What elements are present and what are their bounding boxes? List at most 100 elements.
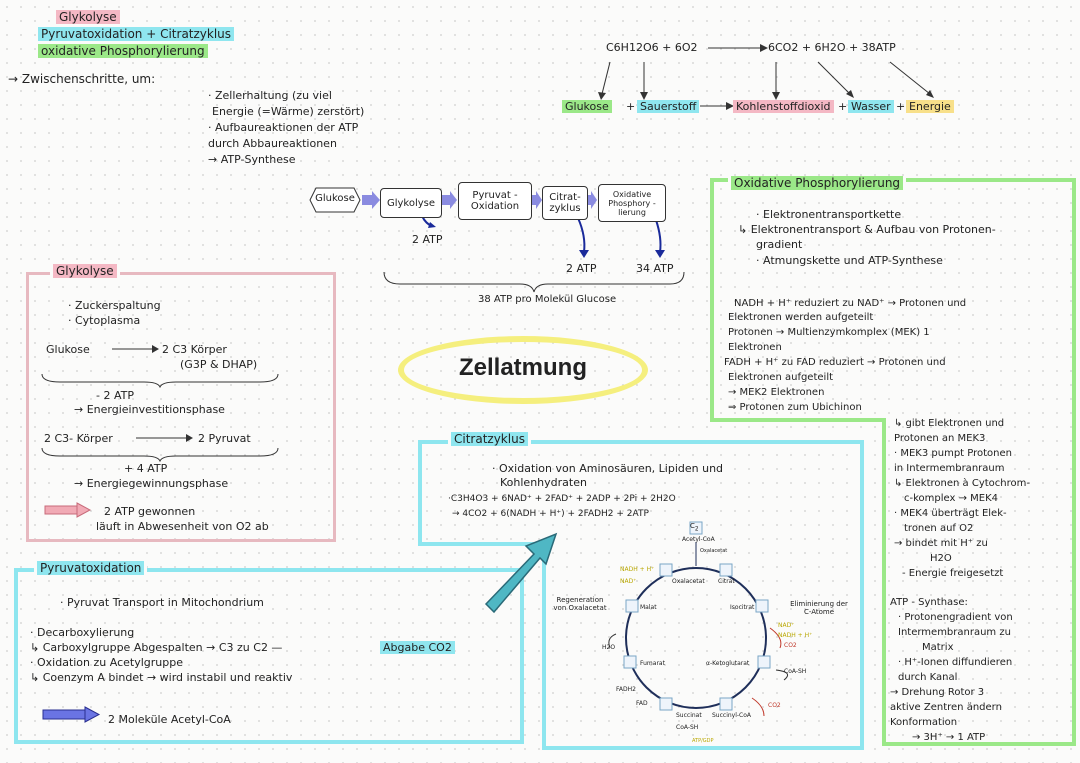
- reaction-arrow: [136, 434, 193, 442]
- oxphos-right-line: · Protonengradient von: [898, 612, 1013, 623]
- glykolyse-box: [26, 272, 336, 542]
- citrat-line: · Oxidation von Aminosäuren, Lipiden und: [492, 462, 724, 475]
- citrat-cycle-diagram: [608, 521, 789, 717]
- intro-point: Energie (=Wärme) zerstört): [212, 105, 365, 118]
- page-title: Zellatmung: [458, 354, 587, 381]
- oxphos-right-line: Intermembranraum zu: [898, 627, 1011, 638]
- citrat-title: Citratzyklus: [448, 432, 531, 447]
- cycle-fad: FAD: [636, 700, 648, 707]
- oxphos-right-line: Protonen an MEK3: [894, 433, 986, 444]
- cycle-co2: CO2: [784, 642, 797, 649]
- brace: [41, 447, 279, 462]
- oxphos-line: gradient: [756, 238, 803, 251]
- glykolyse-point: · Zuckerspaltung: [68, 299, 161, 312]
- pyruvat-line: ↳ Coenzym A bindet → wird instabil und r…: [30, 671, 293, 684]
- citrat-equation: ·C3H4O3 + 6NAD⁺ + 2FAD⁺ + 2ADP + 2Pi + 2…: [448, 494, 676, 504]
- reaction1-left: Glukose: [46, 343, 90, 356]
- oxphos-line: · Atmungskette und ATP-Synthese: [756, 254, 943, 267]
- pyruvat-line: · Decarboxylierung: [30, 626, 135, 639]
- pyruvat-title: Pyruvatoxidation: [34, 561, 148, 576]
- word-kohlenstoffdioxid: Kohlenstoffdioxid: [733, 99, 834, 114]
- oxphos-line: FADH + H⁺ zu FAD reduziert → Protonen un…: [724, 357, 946, 368]
- oxphos-line: Elektronen aufgeteilt: [728, 372, 834, 383]
- oxphos-right-line: c-komplex → MEK4: [904, 493, 999, 504]
- reaction1-right: 2 C3 Körper: [162, 343, 227, 356]
- glykolyse-result: 2 ATP gewonnen: [104, 505, 196, 518]
- reaction2-left: 2 C3- Körper: [44, 432, 113, 445]
- intro-point: · Aufbaureaktionen der ATP: [208, 121, 359, 134]
- cycle-coash: CoA-SH: [676, 724, 699, 731]
- oxphos-right-line: ATP - Synthase:: [890, 597, 968, 608]
- plus-sign: +: [838, 100, 848, 113]
- cycle-nadh: NADH + H⁺: [620, 566, 655, 573]
- cycle-nad: NAD⁺: [778, 622, 795, 629]
- oxphos-right-line: ↳ Elektronen à Cytochrom-: [894, 478, 1030, 489]
- citrat-box-edge: [418, 542, 544, 546]
- oxphos-right-line: · MEK4 überträgt Elek-: [894, 508, 1007, 519]
- result-arrow: [44, 502, 92, 518]
- equation-right: 6CO2 + 6H2O + 38ATP: [768, 41, 896, 54]
- equation-left: C6H12O6 + 6O2: [606, 41, 698, 54]
- intro-point: durch Abbaureaktionen: [208, 137, 337, 150]
- topic-glykolyse: Glykolyse: [56, 10, 120, 25]
- word-sauerstoff: Sauerstoff: [637, 99, 700, 114]
- oxphos-line: Elektronen werden aufgeteilt: [728, 312, 874, 323]
- cycle-co2: CO2: [768, 702, 781, 709]
- flow-step-glykolyse: Glykolyse: [380, 188, 442, 218]
- oxphos-right-line: ↳ gibt Elektronen und: [894, 418, 1005, 429]
- minus-atp: - 2 ATP: [96, 389, 134, 402]
- cycle-atp: ATP/GDP: [692, 738, 714, 744]
- oxphos-title: Oxidative Phosphorylierung: [728, 176, 907, 191]
- word-glukose: Glukose: [562, 99, 612, 114]
- intro-point: → ATP-Synthese: [208, 153, 296, 166]
- flow-arrows: [309, 187, 685, 293]
- glykolyse-result: läuft in Abwesenheit von O2 ab: [96, 520, 269, 533]
- cycle-citrat: Citrat: [718, 578, 735, 585]
- citrat-box: [418, 440, 864, 546]
- oxphos-right-line: · H⁺-Ionen diffundieren: [898, 657, 1013, 668]
- oxphos-right-line: Konformation: [890, 717, 958, 728]
- cycle-fumarat: Fumarat: [640, 660, 665, 667]
- reaction1-sub: (G3P & DHAP): [180, 358, 258, 371]
- oxphos-right-line: H2O: [930, 553, 952, 564]
- citrat-line: Kohlenhydraten: [500, 476, 587, 489]
- result-arrow: [42, 706, 101, 723]
- pyruvat-box: [14, 568, 524, 744]
- cycle-succinylcoa: Succinyl-CoA: [712, 712, 752, 719]
- intro-point: · Zellerhaltung (zu viel: [208, 89, 332, 102]
- oxphos-line: ⇒ Protonen zum Ubichinon: [728, 402, 862, 413]
- reaction2-right: 2 Pyruvat: [198, 432, 251, 445]
- cycle-malat: Malat: [640, 604, 657, 611]
- oxphos-line: · Elektronentransportkette: [756, 208, 902, 221]
- glykolyse-point: · Cytoplasma: [68, 314, 141, 327]
- cycle-nad: NAD⁺: [620, 578, 637, 585]
- oxphos-right-line: → Drehung Rotor 3: [890, 687, 985, 698]
- big-teal-arrow: [484, 532, 558, 614]
- oxphos-line: → MEK2 Elektronen: [728, 387, 825, 398]
- oxphos-line: NADH + H⁺ reduziert zu NAD⁺ → Protonen u…: [734, 298, 967, 309]
- plus-sign: +: [896, 100, 906, 113]
- oxphos-right-line: Matrix: [922, 642, 954, 653]
- cycle-acetyl: Acetyl-CoA: [682, 536, 715, 543]
- topic-pyruvat-citrat: Pyruvatoxidation + Citratzyklus: [38, 27, 235, 42]
- phase-investment: → Energieinvestitionsphase: [74, 403, 225, 416]
- glykolyse-title: Glykolyse: [50, 264, 120, 279]
- oxphos-line: Protonen → Multienzymkomplex (MEK) 1: [728, 327, 930, 338]
- word-energie: Energie: [906, 99, 954, 114]
- pyruvat-line: ↳ Carboxylgruppe Abgespalten → C3 zu C2 …: [30, 641, 283, 654]
- brace: [41, 373, 279, 388]
- flow-step-citrat: Citrat- zyklus: [542, 186, 588, 220]
- oxphos-right-line: → 3H⁺ → 1 ATP: [912, 732, 986, 743]
- flow-step-oxphos: Oxidative Phosphory - lierung: [598, 184, 666, 222]
- cycle-c2: C2: [690, 522, 699, 533]
- title-ellipse: [398, 336, 648, 404]
- cycle-isocitrat: Isocitrat: [730, 604, 755, 611]
- cycle-regeneration: Regeneration von Oxalacetat: [553, 596, 607, 612]
- pyruvat-transport: · Pyruvat Transport in Mitochondrium: [60, 596, 264, 609]
- pyruvat-abgabe: Abgabe CO2: [380, 640, 455, 655]
- cycle-coash: CoA-SH: [784, 668, 807, 675]
- word-wasser: Wasser: [848, 99, 894, 114]
- pyruvat-line: · Oxidation zu Acetylgruppe: [30, 656, 183, 669]
- cycle-ketoglutarat: α-Ketoglutarat: [706, 660, 750, 667]
- phase-gain: → Energiegewinnungsphase: [74, 477, 229, 490]
